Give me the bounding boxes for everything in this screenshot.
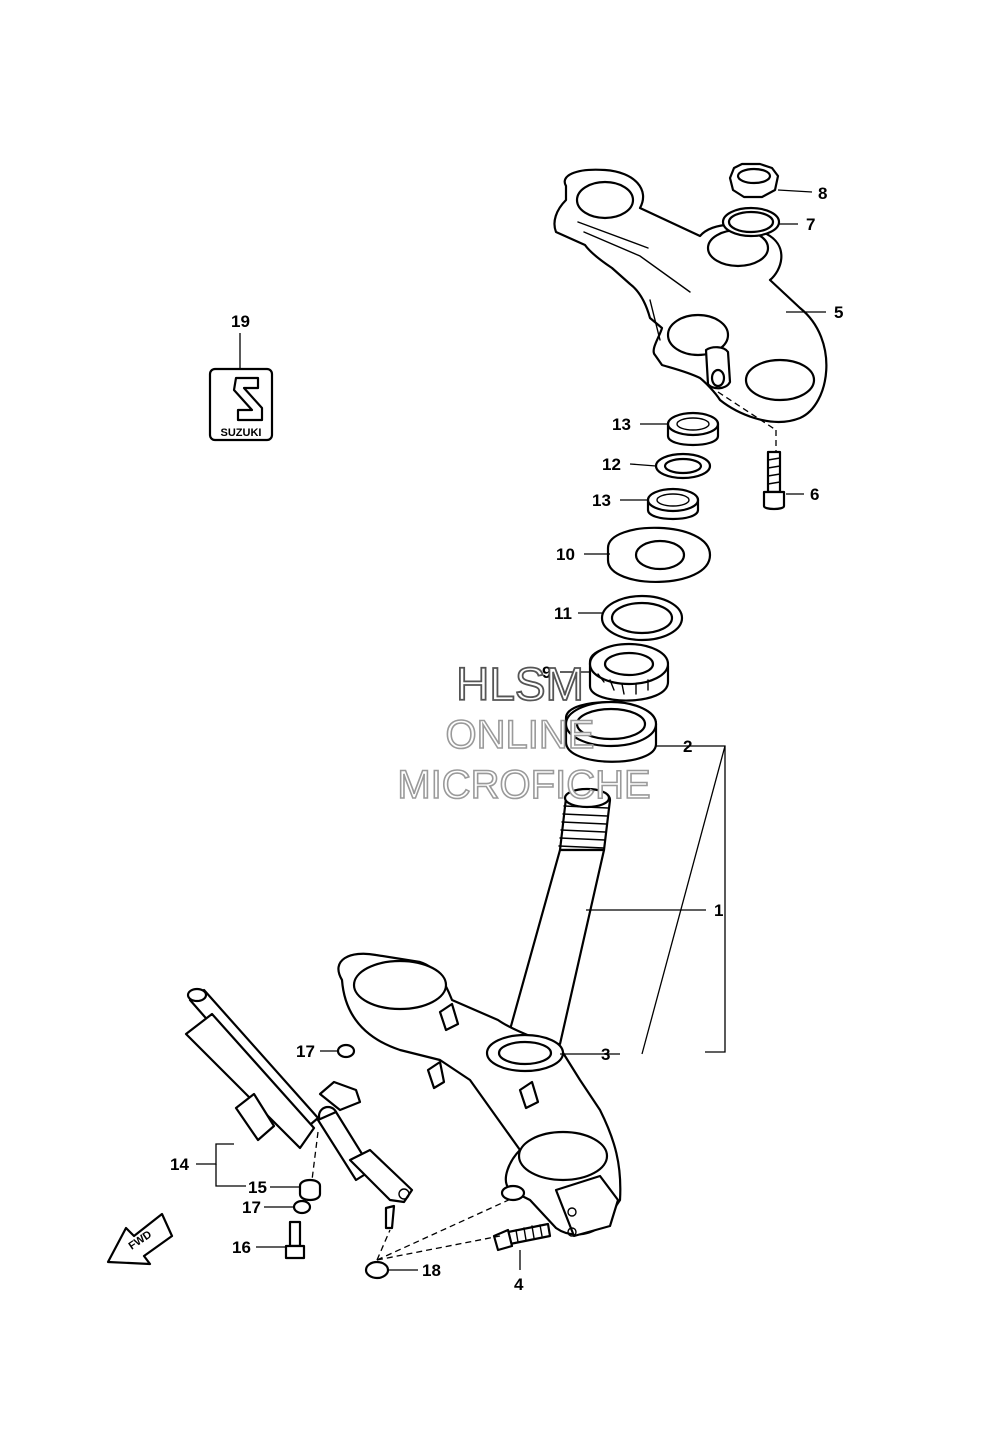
callout-11: 11	[554, 604, 572, 623]
callout-15: 15	[248, 1178, 267, 1197]
callout-14: 14	[170, 1155, 189, 1174]
callout-18: 18	[422, 1261, 441, 1280]
steering-stem-tube	[504, 787, 612, 1046]
callout-16: 16	[232, 1238, 251, 1257]
steering-damper	[184, 987, 414, 1230]
fwd-arrow-icon: FWD	[106, 1212, 174, 1266]
callout-3: 3	[601, 1045, 610, 1064]
callout-10: 10	[556, 545, 575, 564]
watermark-line-2: ONLINE	[446, 713, 595, 757]
upper-bracket	[553, 168, 828, 423]
bolt-6	[762, 450, 786, 511]
lock-nut-lower	[646, 487, 700, 520]
bolt-16	[284, 1220, 306, 1260]
dust-seal-10	[606, 526, 712, 583]
steering-stem-nut	[728, 162, 780, 199]
nut-18	[364, 1260, 390, 1280]
callout-13-lower: 13	[592, 491, 611, 510]
callout-2: 2	[683, 737, 692, 756]
lock-washer-12	[654, 452, 712, 480]
bushing-15	[298, 1178, 322, 1202]
washer-11	[600, 594, 684, 642]
washer-17-upper	[336, 1043, 356, 1059]
emblem-text: SUZUKI	[221, 427, 262, 439]
washer-7	[721, 206, 781, 238]
callout-13-upper: 13	[612, 415, 631, 434]
leader-lines	[196, 189, 826, 1271]
callout-9: 9	[542, 663, 551, 682]
bearing-9	[588, 642, 670, 702]
watermark: HLSM ONLINE MICROFICHE	[397, 657, 652, 808]
callout-12: 12	[602, 455, 621, 474]
bearing-race-2	[564, 700, 658, 763]
watermark-line-1: HLSM	[456, 658, 584, 710]
lock-nut-upper	[666, 411, 720, 446]
callout-5: 5	[834, 303, 843, 322]
watermark-line-3: MICROFICHE	[397, 763, 650, 807]
callout-1: 1	[714, 901, 723, 920]
callout-17-upper: 17	[296, 1042, 315, 1061]
callout-6: 6	[810, 485, 819, 504]
washer-17-lower	[292, 1199, 312, 1215]
callout-8: 8	[818, 184, 827, 203]
callout-4: 4	[514, 1275, 524, 1294]
callout-7: 7	[806, 215, 815, 234]
bolt-4	[492, 1222, 552, 1252]
callout-17-lower: 17	[242, 1198, 261, 1217]
suzuki-emblem: SUZUKI	[208, 367, 274, 442]
callout-numbers: 8 7 5 19 13 12 6 13 10 11 9 2 1 3 17 14 …	[170, 184, 843, 1294]
lower-bracket	[337, 952, 622, 1238]
callout-19: 19	[231, 312, 250, 331]
